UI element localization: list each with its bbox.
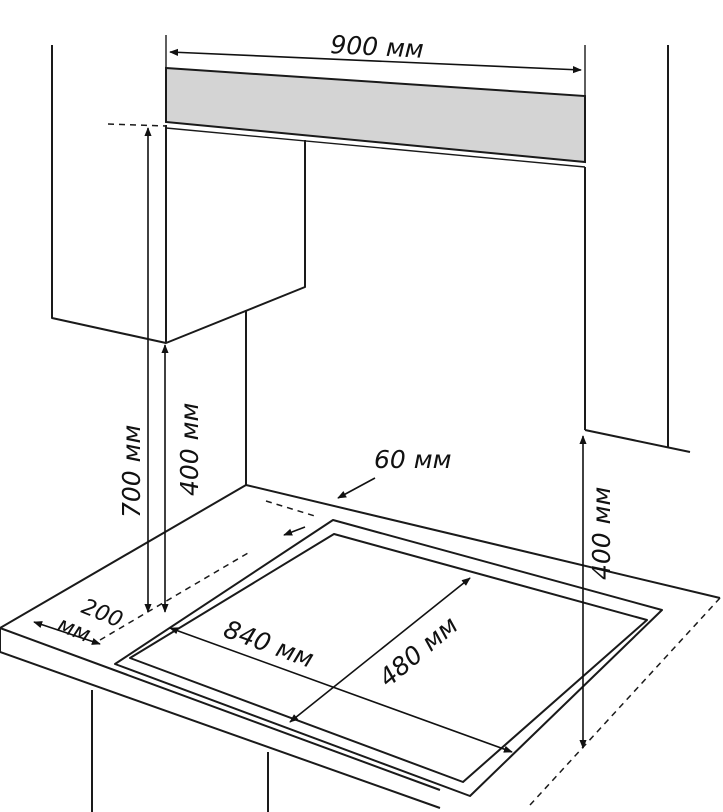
- label-hob-width: 840 мм: [220, 614, 318, 673]
- right-wall-cabinet: [584, 45, 691, 453]
- hob-outer-edge: [114, 519, 663, 797]
- label-hood-width: 900 мм: [330, 30, 425, 64]
- hood-front-face: [165, 66, 586, 164]
- dim-line-back-gap: [283, 526, 306, 536]
- label-hob-depth: 480 мм: [373, 610, 463, 692]
- hob-inner-edge: [129, 533, 648, 783]
- dim-line-hob-width: [169, 627, 513, 753]
- dim-line-hob-depth: [289, 577, 471, 723]
- total-height-guide-line: [107, 123, 167, 127]
- left-wall-cabinet: [51, 45, 306, 344]
- range-hood: [165, 66, 586, 168]
- dim-line-side-gap: [33, 621, 101, 645]
- dim-leader-back-gap: [337, 477, 376, 499]
- label-back-gap: 60 мм: [374, 445, 451, 474]
- label-cabinet-height: 400 мм: [175, 403, 204, 496]
- label-total-height: 700 мм: [117, 425, 146, 518]
- label-right-height: 400 мм: [587, 487, 616, 580]
- back-wall-corner: [245, 167, 586, 485]
- dim-line-hood-width: [169, 48, 582, 74]
- back-clearance-guide-line: [265, 500, 319, 518]
- hob: [114, 519, 663, 797]
- side-clearance-guide-line: [99, 552, 249, 641]
